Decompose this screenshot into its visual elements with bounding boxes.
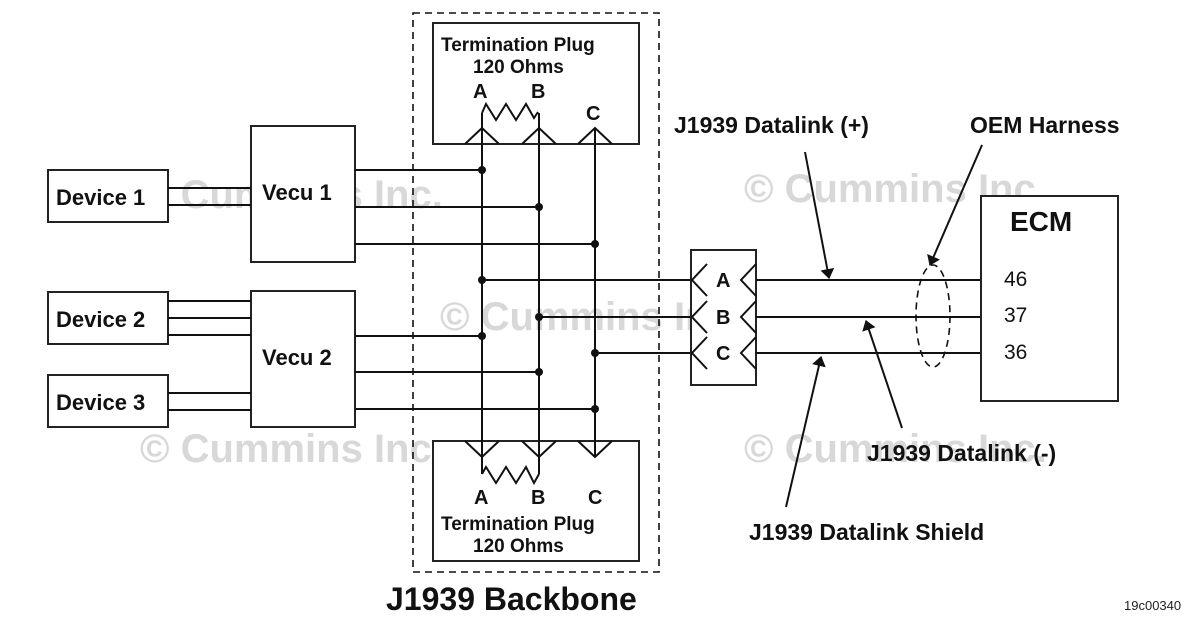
junction-dot <box>591 349 599 357</box>
resistor-icon <box>481 101 539 122</box>
termination-plug-top: Termination Plug 120 Ohms A B C <box>432 22 640 145</box>
junction-dot <box>478 276 486 284</box>
callout-datalink-shield: J1939 Datalink Shield <box>749 519 984 545</box>
vecu-2-label: Vecu 2 <box>262 345 332 370</box>
pin-socket-icon <box>690 300 708 334</box>
pin-socket-icon <box>739 336 757 370</box>
junction-dot <box>535 313 543 321</box>
pin-socket-icon <box>690 336 708 370</box>
connector-pin-b: B <box>716 307 730 329</box>
backbone-connector-wires <box>482 279 693 354</box>
vecu-1: Vecu 1 <box>250 125 356 263</box>
junctions <box>478 166 599 413</box>
termination-plug-top-title: Termination Plug <box>441 35 595 56</box>
connector: A B C <box>690 249 757 386</box>
pin-label-a: A <box>474 487 488 509</box>
backbone-enclosure <box>412 12 660 573</box>
pin-label-b: B <box>531 487 545 509</box>
oem-harness-wires <box>756 279 981 354</box>
junction-dot <box>535 203 543 211</box>
vecu-2: Vecu 2 <box>250 290 356 428</box>
pin-socket-icon <box>690 263 708 297</box>
vecu-1-label: Vecu 1 <box>262 180 332 205</box>
ecm-pin-37: 37 <box>1004 304 1027 327</box>
pin-label-c: C <box>588 487 602 509</box>
ecm-label: ECM <box>1010 206 1072 237</box>
junction-dot <box>591 240 599 248</box>
figure-id: 19c00340 <box>1124 598 1181 613</box>
junction-dot <box>535 368 543 376</box>
pin-label-b: B <box>531 81 545 103</box>
vecu-backbone-wires <box>355 169 595 410</box>
watermark: © Cummins Inc. <box>140 427 443 471</box>
ecm: ECM 46 37 36 <box>980 195 1119 402</box>
arrow-icon <box>804 151 835 279</box>
junction-dot <box>478 166 486 174</box>
resistor-icon <box>481 464 540 486</box>
arrow-icon <box>785 356 826 508</box>
junction-dot <box>591 405 599 413</box>
backbone-buses <box>481 113 596 474</box>
junction-dot <box>478 332 486 340</box>
termination-plug-bottom: A B C Termination Plug 120 Ohms <box>432 440 640 562</box>
callout-datalink-plus: J1939 Datalink (+) <box>674 112 869 138</box>
diagram-title: J1939 Backbone <box>386 581 637 617</box>
watermark: © Cummins Inc. <box>744 427 1047 471</box>
device-3-label: Device 3 <box>56 390 145 415</box>
device-3: Device 3 <box>47 374 169 428</box>
connector-pin-c: C <box>716 343 730 365</box>
ecm-pin-36: 36 <box>1004 341 1027 364</box>
device-1-label: Device 1 <box>56 185 145 210</box>
callouts: J1939 Datalink (+) OEM Harness J1939 Dat… <box>674 112 1120 545</box>
connector-pin-a: A <box>716 270 730 292</box>
arrow-icon <box>927 144 983 266</box>
device-2: Device 2 <box>47 291 169 345</box>
arrow-icon <box>862 320 903 429</box>
device-vecu-wires <box>168 187 251 411</box>
callout-oem-harness: OEM Harness <box>970 112 1120 138</box>
termination-plug-bottom-value: 120 Ohms <box>473 536 564 557</box>
pin-socket-icon <box>739 300 757 334</box>
device-2-label: Device 2 <box>56 307 145 332</box>
watermarks: © Cummins Inc. © Cummins Inc. © Cummins … <box>140 167 1047 471</box>
device-1: Device 1 <box>47 169 169 223</box>
callout-datalink-minus: J1939 Datalink (-) <box>867 440 1056 466</box>
pin-socket-icon <box>739 263 757 297</box>
termination-plug-top-value: 120 Ohms <box>473 57 564 78</box>
ecm-pin-46: 46 <box>1004 268 1027 291</box>
pin-label-c: C <box>586 103 600 125</box>
termination-plug-bottom-title: Termination Plug <box>441 514 595 535</box>
pin-label-a: A <box>473 81 487 103</box>
